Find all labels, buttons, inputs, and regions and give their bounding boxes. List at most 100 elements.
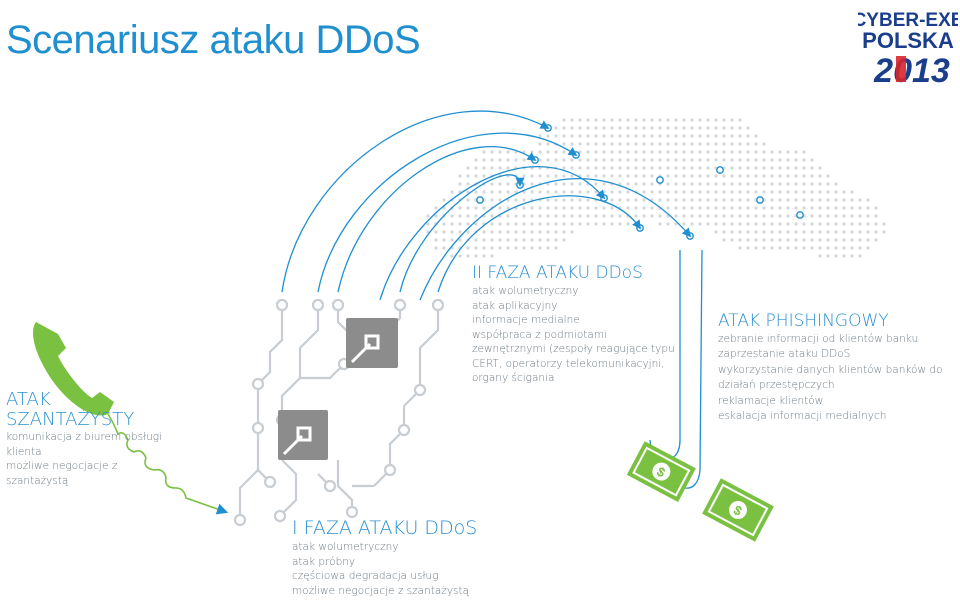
cloud-dot [746, 134, 750, 138]
cloud-node [756, 196, 764, 204]
phone-icon [33, 322, 114, 416]
cloud-dot [690, 182, 694, 186]
cloud-dot [498, 230, 502, 234]
cloud-dot [674, 174, 678, 178]
cloud-dot [730, 150, 734, 154]
cloud-dot [778, 182, 782, 186]
cloud-dot [602, 150, 606, 154]
cloud-dot [674, 182, 678, 186]
cloud-dot [634, 126, 638, 130]
cloud-dot [562, 222, 566, 226]
cloud-dot [778, 158, 782, 162]
cloud-dot [866, 230, 870, 234]
cloud-dot [626, 182, 630, 186]
cloud-dot [842, 254, 846, 258]
cloud-dot [634, 158, 638, 162]
cloud-dot [834, 214, 838, 218]
cloud-dot [482, 174, 486, 178]
cloud-dot [762, 238, 766, 242]
cloud-dot [706, 126, 710, 130]
cloud-dot [714, 142, 718, 146]
cloud-dot [738, 118, 742, 122]
cloud-dot [506, 182, 510, 186]
cloud-dot [682, 134, 686, 138]
cloud-dot [578, 118, 582, 122]
cloud-dot [754, 158, 758, 162]
cloud-dot [698, 118, 702, 122]
cloud-dot [690, 214, 694, 218]
cloud-dot [858, 254, 862, 258]
cloud-dot [778, 222, 782, 226]
cloud-dot [618, 118, 622, 122]
cloud-dot [762, 150, 766, 154]
cloud-dot [738, 158, 742, 162]
cloud-dot [826, 214, 830, 218]
cloud-dot [474, 166, 478, 170]
cloud-dot [594, 166, 598, 170]
cloud-dot [858, 206, 862, 210]
cloud-dot [586, 222, 590, 226]
cloud-dot [834, 190, 838, 194]
cloud-dot [754, 142, 758, 146]
cloud-dot [626, 126, 630, 130]
cloud-dot [546, 246, 550, 250]
cloud-dot [570, 190, 574, 194]
cloud-dot [810, 166, 814, 170]
cloud-dot [562, 214, 566, 218]
cloud-dot [522, 198, 526, 202]
cloud-dot [786, 190, 790, 194]
cloud-dot [778, 150, 782, 154]
cloud-dot [746, 238, 750, 242]
cloud-dot [850, 198, 854, 202]
cloud-dot [594, 222, 598, 226]
cloud-dot [642, 118, 646, 122]
cloud-dot [674, 142, 678, 146]
cloud-dot [634, 118, 638, 122]
cloud-dot [658, 150, 662, 154]
faza2-item: organy ścigania [472, 372, 555, 384]
cloud-dot [586, 158, 590, 162]
cloud-dot [434, 230, 438, 234]
cloud-dot [786, 174, 790, 178]
cloud-dot [698, 134, 702, 138]
cloud-dot [698, 158, 702, 162]
cloud-dot [650, 190, 654, 194]
cloud-dot [642, 182, 646, 186]
cloud-dot [626, 166, 630, 170]
cloud-dot [722, 222, 726, 226]
cloud-dot [802, 166, 806, 170]
cloud-dot [466, 174, 470, 178]
cloud-dot [650, 182, 654, 186]
cloud-dot [474, 174, 478, 178]
cloud-dot [866, 238, 870, 242]
cloud-dot [626, 222, 630, 226]
cloud-dot [586, 174, 590, 178]
phishing-title: ATAK PHISHINGOWY [718, 311, 889, 331]
cloud-dot [538, 230, 542, 234]
cloud-dot [866, 206, 870, 210]
cloud-dot [674, 134, 678, 138]
cloud-dot [578, 190, 582, 194]
cloud-dot [682, 166, 686, 170]
cloud-dot [794, 182, 798, 186]
cloud-dot [658, 118, 662, 122]
cloud-dot [794, 206, 798, 210]
cloud-dot [530, 174, 534, 178]
cloud-dot [842, 214, 846, 218]
cloud-dot [754, 238, 758, 242]
cloud-dot [530, 238, 534, 242]
cloud-dot [762, 246, 766, 250]
cloud-dot [802, 158, 806, 162]
cloud-node [656, 176, 664, 184]
cloud-dot [530, 222, 534, 226]
cloud-dot [682, 174, 686, 178]
faza2-title: II FAZA ATAKU DDoS [472, 263, 643, 283]
cloud-dot [602, 126, 606, 130]
cloud-dot [554, 182, 558, 186]
cloud-dot [490, 166, 494, 170]
cloud-dot [562, 182, 566, 186]
cloud-dot [658, 134, 662, 138]
cloud-dot [626, 142, 630, 146]
cloud-dot [778, 166, 782, 170]
cloud-dot [714, 198, 718, 202]
